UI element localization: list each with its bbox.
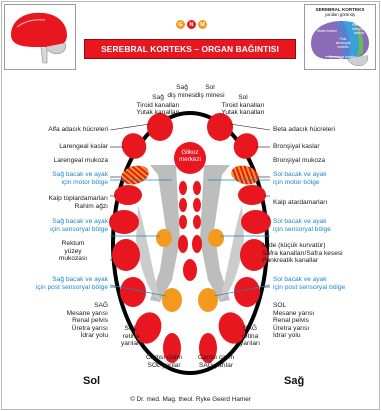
thumb-subtitle: yandan görünüş <box>324 12 356 17</box>
label-beta: Beta adacık hücreleri <box>273 126 335 133</box>
logo-letter-m: M <box>198 20 207 29</box>
left-orange-lower <box>162 288 182 312</box>
label-sol-mesane: SOL Mesane yarısı Renal pelvis Üretra ya… <box>273 302 315 340</box>
side-label-left: Sol <box>83 375 101 387</box>
label-sag-sensoryal: Sağ bacak ve ayak için sensoryal bölge <box>50 218 108 233</box>
label-sol-sensoryal: Sol bacak ve ayak için sensoryal bölge <box>273 218 331 233</box>
label-bronsiyal-mukoza: Bronşiyal mukoza <box>273 157 326 164</box>
label-camsi-sag: Camsı cisim SAĞ yarılar <box>198 354 234 369</box>
cortex-regions-icon <box>311 21 369 66</box>
label-rektum: Rektum yüzey mukozası <box>58 240 88 263</box>
brain-thumbnail-left <box>4 4 76 70</box>
thumb-region-motor: Motor kortex <box>317 29 337 33</box>
left-upper-lobe <box>147 113 173 141</box>
label-sol-motor: Sol bacak ve ayak için motor bölge <box>273 171 327 186</box>
cortex-thumbnail-right: SEREBRAL KORTEKS yandan görünüş Motor ko… <box>304 4 376 70</box>
glucose-center <box>174 142 206 174</box>
brain-side-icon <box>11 12 67 64</box>
label-bronsiyal-kaslar: Bronşiyal kaslar <box>273 143 320 150</box>
label-sag-tiroid: Sağ Tiroid kanalları Yutak kanalları <box>136 94 180 117</box>
thumb-region-post: Post sensoryal korteks <box>335 37 351 49</box>
logo-letter-g: G <box>176 20 185 29</box>
label-sol-retina: SOL retina yarıları <box>120 325 142 348</box>
label-camsi-sol: Camsı cisim SOL yarılar <box>146 354 182 369</box>
left-orange-upper <box>156 229 172 247</box>
thumb-title: SEREBRAL KORTEKS <box>315 7 365 12</box>
title-bar: SEREBRAL KORTEKS – ORGAN BAĞINTISI <box>84 39 296 59</box>
label-kalp-atar: Kalp atardamarları <box>273 199 328 206</box>
label-alfa: Alfa adacık hücreleri <box>48 126 108 133</box>
gnm-logo: G N M <box>176 20 207 29</box>
glucose-center-label: Glikoz merkezi <box>179 149 201 163</box>
label-mide: Mide (küçük kurvatür) Safra kanalları/Sa… <box>262 242 343 265</box>
label-sag-retina: SAĞ retina yarıları <box>239 325 261 348</box>
right-orange-upper <box>208 229 224 247</box>
thumb-region-premotor: Pre motor sensoryal korteks <box>352 23 366 35</box>
right-upper-lobe <box>207 113 233 141</box>
label-sag-mesane: SAĞ Mesane yarısı Renal pelvis Üretra ya… <box>66 302 108 340</box>
copyright: © Dr. med. Mag. theol. Ryke Geerd Hamer <box>130 396 251 403</box>
label-larengeal-mukoza: Larengeal mukoza <box>53 157 108 164</box>
label-sol-post: Sol bacak ve ayak için post sensoryal bö… <box>273 276 346 291</box>
skull-outline <box>111 111 269 375</box>
label-sol-dis: Sol diş minesi <box>195 84 225 99</box>
label-kalp-top: Kalp toplardamarları Rahim ağzı <box>48 195 108 210</box>
left-ventricle <box>150 165 180 302</box>
thumb-region-sensory: Sensoryal korteks <box>329 55 356 59</box>
right-ventricle <box>200 165 230 302</box>
side-label-right: Sağ <box>284 375 305 387</box>
label-sag-post: Sağ bacak ve ayak için post sensoryal bö… <box>35 276 108 291</box>
page-title: SEREBRAL KORTEKS – ORGAN BAĞINTISI <box>101 44 279 54</box>
label-larengeal-kaslar: Larengeal kaslar <box>59 143 108 150</box>
logo-letter-n: N <box>187 20 196 29</box>
right-orange-lower <box>198 288 218 312</box>
label-sag-motor: Sağ bacak ve ayak için motor bölge <box>52 171 108 186</box>
label-sag-dis: Sağ diş minesi <box>167 84 197 99</box>
label-sol-tiroid: Sol Tiroid kanalları Yutak kanalları <box>221 94 265 117</box>
